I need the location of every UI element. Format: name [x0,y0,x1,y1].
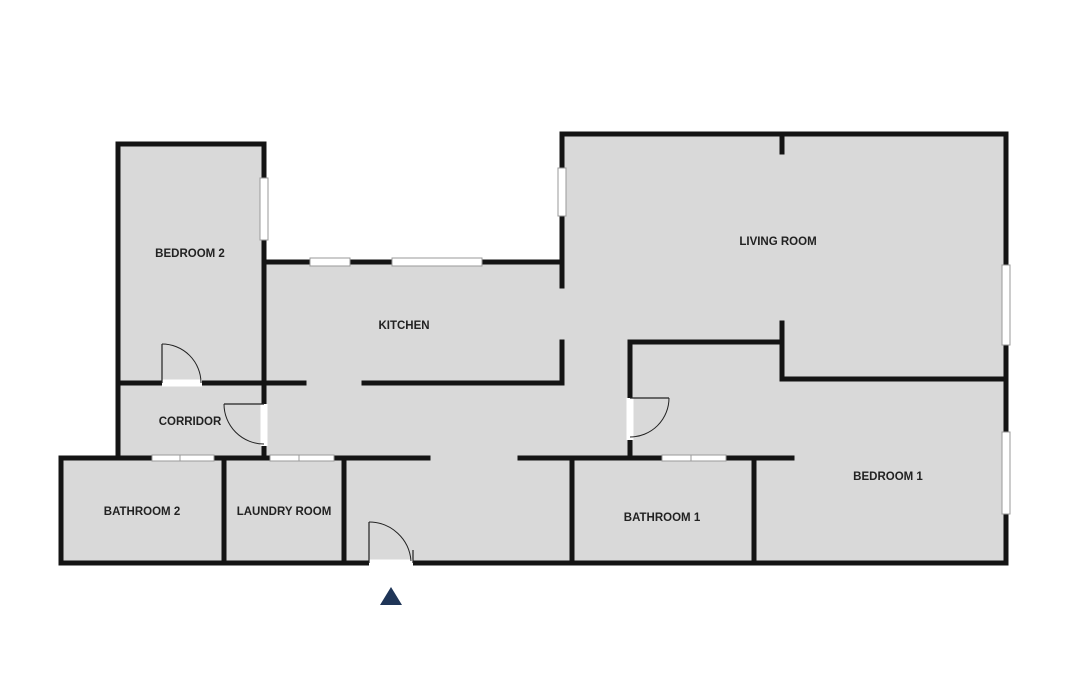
label-corridor: CORRIDOR [159,416,222,428]
door-bedroom-1[interactable] [626,397,670,440]
door-laundry-room[interactable] [269,454,335,462]
door-corridor[interactable] [223,403,268,446]
floor-kitchen [264,262,562,384]
doors [151,343,727,567]
floor-hall [264,381,634,461]
walls [58,131,1009,566]
door-bathroom-2[interactable] [151,454,215,462]
label-kitchen: KITCHEN [378,320,429,332]
window-bedroom-2 [259,177,269,241]
door-entrance[interactable] [368,521,414,567]
door-bedroom-2[interactable] [161,343,202,387]
window-living-right [1001,264,1011,346]
window-bedroom-1 [1001,431,1011,515]
label-laundry-room: LAUNDRY ROOM [237,506,332,518]
window-kitchen-left [309,257,351,267]
floor-bedroom-2 [118,144,264,384]
windows [259,167,1011,515]
floor-areas [61,134,1006,563]
label-living-room: LIVING ROOM [739,236,816,248]
label-bathroom-1: BATHROOM 1 [624,512,701,524]
label-bedroom-1: BEDROOM 1 [853,471,923,483]
label-bedroom-2: BEDROOM 2 [155,248,225,260]
floor-laundry-room [224,458,344,563]
window-living-left [557,167,567,217]
floor-bathroom-2 [61,458,224,563]
label-bathroom-2: BATHROOM 2 [104,506,180,518]
floor-bedroom-1 [630,342,1006,563]
window-kitchen-right [391,257,483,267]
room-labels: BEDROOM 2 KITCHEN LIVING ROOM CORRIDOR B… [104,236,924,524]
floor-corridor-left [118,384,268,458]
door-bathroom-1[interactable] [661,454,727,462]
entrance-triangle-icon [380,587,402,605]
floor-entry [344,458,572,563]
